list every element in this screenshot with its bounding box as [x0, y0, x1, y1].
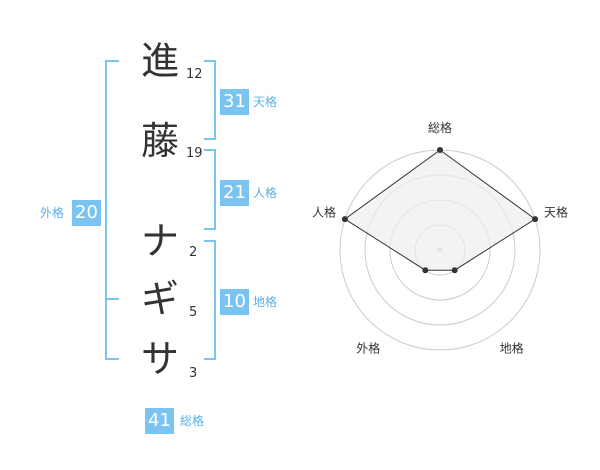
tenkaku-label: 天格: [253, 95, 278, 109]
name-char-2: 藤: [140, 119, 179, 163]
tenkaku-bracket: [204, 60, 216, 140]
radar-point-3: [451, 267, 458, 274]
name-char-4: ギ: [140, 277, 179, 321]
stroke-count-3: 2: [189, 245, 198, 260]
chikaku-label: 地格: [253, 295, 278, 309]
radar-point-5: [341, 216, 348, 223]
jinkaku-value: 21: [220, 180, 249, 206]
soukaku-value: 41: [145, 408, 174, 434]
radar-axis-label-5: 人格: [312, 204, 336, 219]
stroke-count-1: 12: [186, 67, 203, 82]
radar-axis-label-1: 総格: [428, 120, 452, 135]
stroke-count-5: 3: [189, 366, 198, 381]
chikaku-bracket: [204, 240, 216, 360]
name-char-3: ナ: [140, 219, 179, 263]
stroke-count-2: 19: [186, 146, 203, 161]
name-char-5: サ: [140, 337, 179, 381]
gaikaku-label: 外格: [40, 206, 65, 220]
soukaku-label: 総格: [180, 414, 205, 428]
chikaku-value: 10: [220, 289, 249, 315]
name-char-1: 進: [140, 39, 179, 83]
gaikaku-bracket-divider: [105, 298, 119, 300]
stroke-count-4: 5: [189, 305, 198, 320]
radar-polygon: [344, 149, 536, 271]
tenkaku-value: 31: [220, 89, 249, 115]
radar-polygon-group: [344, 149, 536, 271]
radar-point-1: [437, 147, 443, 153]
jinkaku-label: 人格: [253, 186, 278, 200]
radar-axis-label-3: 地格: [500, 341, 524, 356]
radar-axis-label-4: 外格: [356, 341, 380, 356]
radar-points: [341, 147, 539, 274]
jinkaku-bracket: [204, 149, 216, 230]
gaikaku-value: 20: [72, 200, 101, 226]
radar-axis-label-2: 天格: [544, 204, 568, 219]
radar-point-4: [422, 267, 429, 274]
gaikaku-bracket: [105, 60, 119, 360]
radar-point-2: [532, 216, 539, 223]
